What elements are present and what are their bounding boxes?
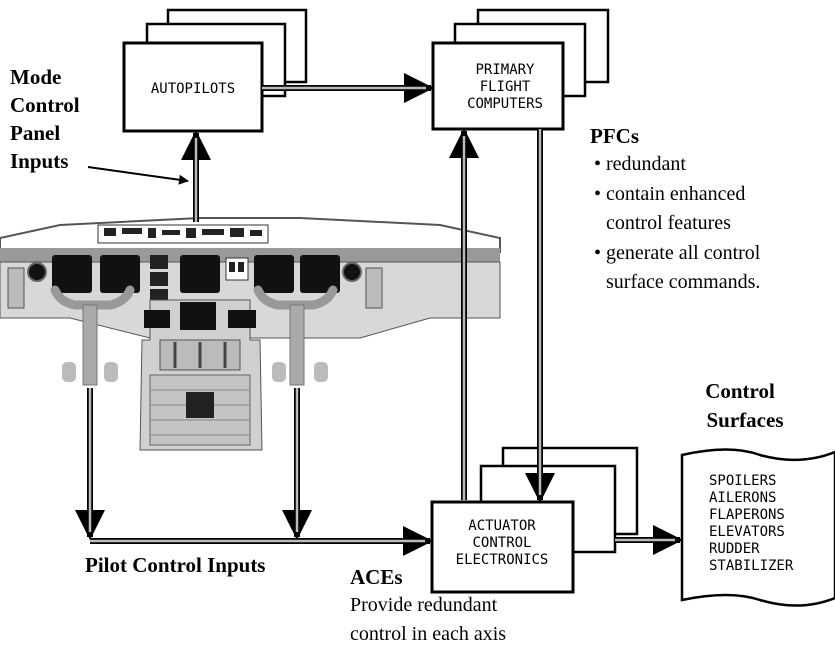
ace-line-3: ELECTRONICS — [456, 552, 549, 568]
ace-box — [430, 500, 575, 594]
surface-item-elevators: ELEVATORS — [709, 524, 785, 540]
ace-line-2: CONTROL — [472, 535, 531, 551]
autopilots-stack: AUTOPILOTS — [122, 8, 308, 133]
pfcs-title: PFCs — [590, 124, 639, 148]
aces-description: ACEs Provide redundant control in each a… — [350, 565, 506, 645]
svg-text:Panel: Panel — [10, 121, 60, 145]
surface-item-flaperons: FLAPERONS — [709, 507, 785, 523]
surface-item-ailerons: AILERONS — [709, 490, 776, 506]
arrow-mode-control-pointer — [87, 166, 189, 185]
pfc-line-3: COMPUTERS — [467, 96, 543, 112]
pfc-box — [431, 41, 565, 131]
pfcs-bullet-3-cont: surface commands. — [606, 271, 760, 293]
pfcs-bullet-1: • redundant — [594, 153, 686, 175]
pilot-control-inputs-label: Pilot Control Inputs — [85, 553, 265, 577]
svg-text:Mode: Mode — [10, 65, 61, 89]
pfc-stack: PRIMARY FLIGHT COMPUTERS — [431, 8, 610, 131]
pfc-line-1: PRIMARY — [475, 62, 535, 78]
surface-item-stabilizer: STABILIZER — [709, 558, 794, 574]
svg-text:Control: Control — [10, 93, 80, 117]
aces-desc-line-2: control in each axis — [350, 623, 506, 645]
pfc-line-2: FLIGHT — [480, 79, 531, 95]
aces-desc-line-1: Provide redundant — [350, 594, 498, 616]
pfcs-bullet-2: • contain enhanced — [594, 183, 745, 205]
svg-text:Surfaces: Surfaces — [707, 408, 784, 432]
surface-item-spoilers: SPOILERS — [709, 473, 776, 489]
svg-text:Inputs: Inputs — [10, 149, 68, 173]
autopilots-label: AUTOPILOTS — [151, 81, 235, 97]
surface-item-rudder: RUDDER — [709, 541, 760, 557]
ace-stack: ACTUATOR CONTROL ELECTRONICS — [430, 446, 639, 594]
pfcs-description: PFCs • redundant • contain enhanced cont… — [590, 124, 761, 293]
aces-title: ACEs — [350, 565, 403, 589]
ace-line-1: ACTUATOR — [468, 518, 536, 534]
pfcs-bullet-2-cont: control features — [606, 212, 731, 234]
control-surfaces-title: Control Surfaces — [705, 379, 783, 432]
svg-text:Control: Control — [705, 379, 775, 403]
cockpit-illustration — [0, 217, 501, 451]
control-surfaces-scroll: SPOILERS AILERONS FLAPERONS ELEVATORS RU… — [680, 448, 835, 607]
connector-arrows — [75, 73, 683, 556]
autopilots-box — [122, 41, 264, 133]
mode-control-label: Mode Control Panel Inputs — [10, 65, 80, 173]
pfcs-bullet-3: • generate all control — [594, 242, 761, 264]
